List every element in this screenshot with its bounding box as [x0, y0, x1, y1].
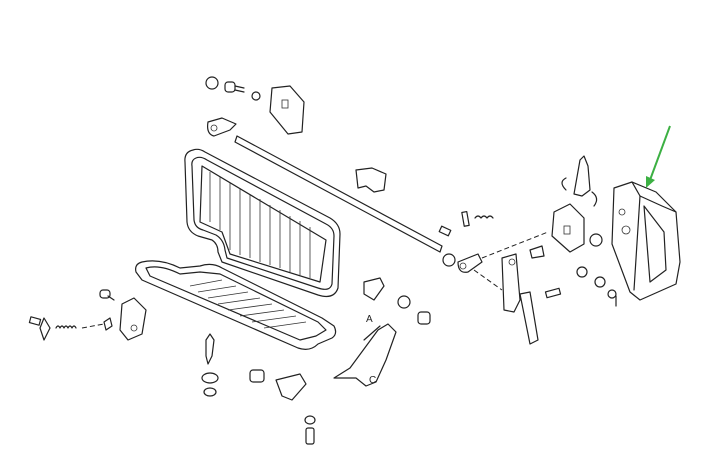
- right-linkage: [551, 155, 617, 307]
- label-a: A: [366, 314, 373, 325]
- backrest-frame: [184, 148, 341, 298]
- bottom-parts: A C: [201, 277, 431, 445]
- rod: [234, 135, 443, 253]
- pedal-housing: [611, 181, 681, 301]
- top-parts: [205, 76, 305, 137]
- left-parts: [28, 289, 147, 341]
- green-arrow-icon: [646, 125, 671, 188]
- center-linkage: [438, 210, 562, 345]
- clip: [355, 167, 387, 193]
- label-c: C: [369, 375, 376, 386]
- seat-frame: [135, 260, 337, 350]
